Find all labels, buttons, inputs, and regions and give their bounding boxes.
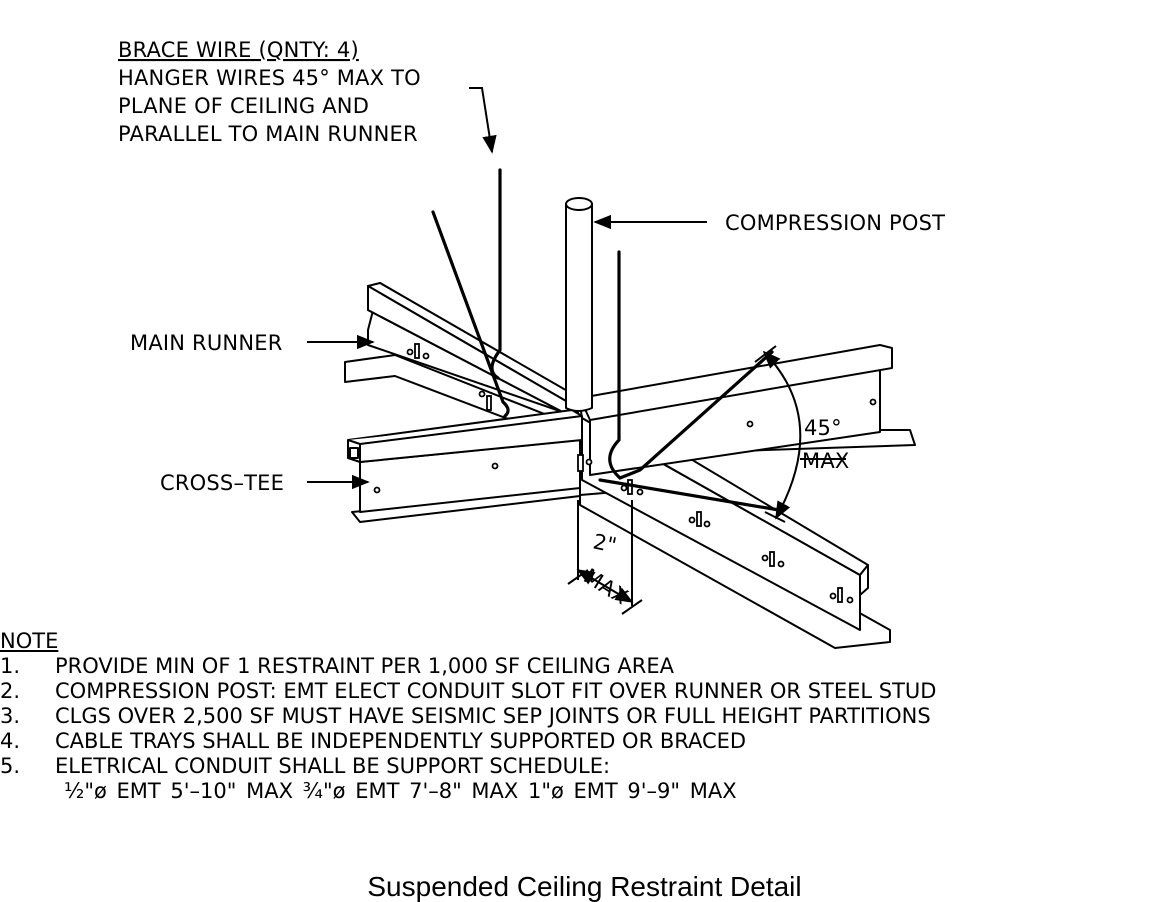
angle-max-label: MAX <box>802 449 849 473</box>
brace-wire-line-2: PLANE OF CEILING AND <box>118 94 369 118</box>
compression-post <box>565 197 593 412</box>
brace-wires <box>431 168 781 512</box>
gap-value-label: 2" <box>591 529 619 557</box>
note-text: ELETRICAL CONDUIT SHALL BE SUPPORT SCHED… <box>55 754 611 778</box>
angle-value-label: 45° <box>804 416 842 440</box>
gap-dimension <box>567 500 643 615</box>
leader-lines <box>307 87 707 490</box>
brace-wire-line-3: PARALLEL TO MAIN RUNNER <box>118 122 418 146</box>
note-text: PROVIDE MIN OF 1 RESTRAINT PER 1,000 SF … <box>55 654 674 678</box>
compression-post-label: COMPRESSION POST <box>725 211 945 235</box>
detail-caption: Suspended Ceiling Restraint Detail <box>367 871 802 902</box>
brace-wire-title: BRACE WIRE (QNTY: 4) <box>118 38 359 62</box>
brace-wire-line-1: HANGER WIRES 45° MAX TO <box>118 66 421 90</box>
notes-heading: NOTE <box>0 629 59 653</box>
main-runner <box>344 282 591 451</box>
cross-tee-label: CROSS–TEE <box>160 471 284 495</box>
note-number: 5. <box>0 754 21 778</box>
main-runner-label: MAIN RUNNER <box>130 331 283 355</box>
cross-tee-back <box>579 344 916 476</box>
angle-dimension <box>754 345 846 523</box>
note-number: 3. <box>0 704 21 728</box>
note-number: 1. <box>0 654 21 678</box>
note-number: 4. <box>0 729 21 753</box>
gap-max-label: MAX <box>579 564 632 610</box>
note-text: COMPRESSION POST: EMT ELECT CONDUIT SLOT… <box>55 679 937 703</box>
note-text: CLGS OVER 2,500 SF MUST HAVE SEISMIC SEP… <box>55 704 931 728</box>
note-text: CABLE TRAYS SHALL BE INDEPENDENTLY SUPPO… <box>55 729 747 753</box>
conduit-schedule: ½"ø EMT 5'–10" MAX ¾"ø EMT 7'–8" MAX 1"ø… <box>64 779 737 803</box>
note-number: 2. <box>0 679 21 703</box>
cross-tee-front <box>347 409 583 523</box>
